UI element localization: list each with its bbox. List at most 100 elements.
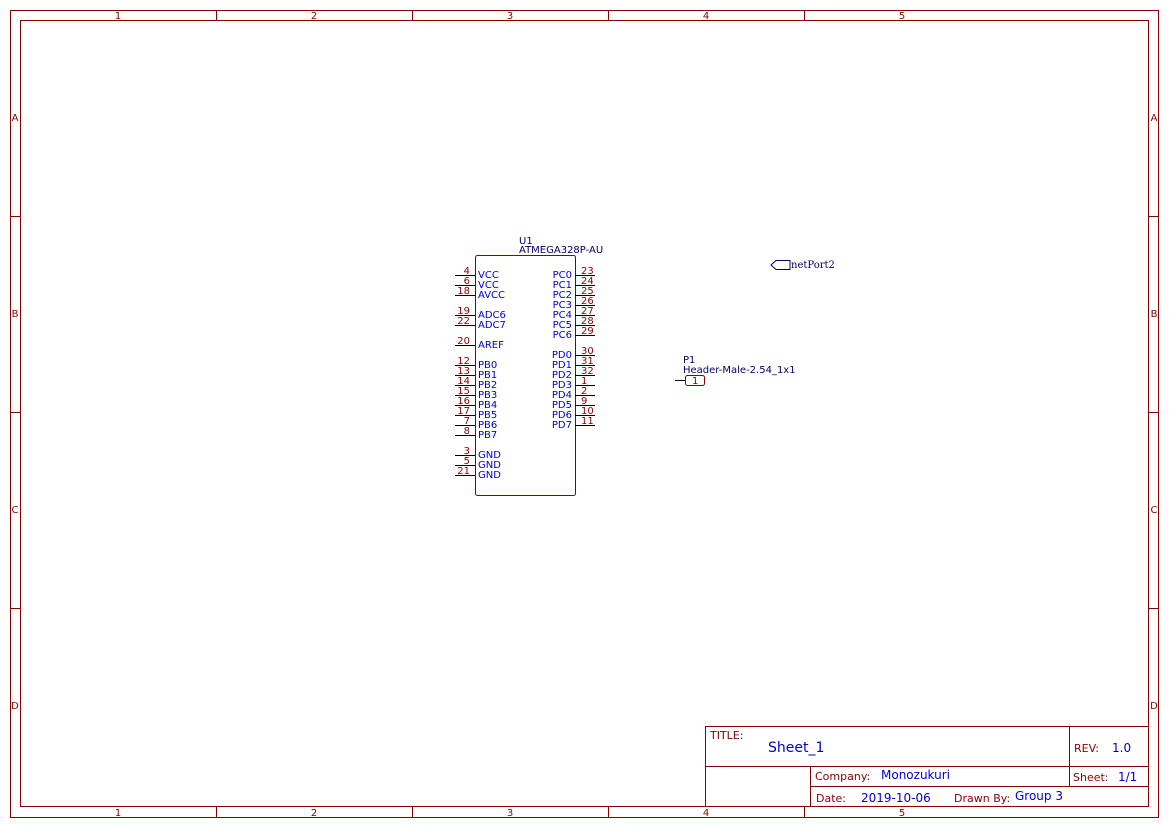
zone-column-label-top: 5 (899, 11, 905, 22)
p1-pin-number: 1 (692, 376, 698, 387)
u1-pin-number-17: 17 (457, 406, 470, 417)
company-value: Monozukuri (881, 768, 950, 782)
zone-row-label-left: B (12, 309, 19, 320)
zone-column-label-bottom: 2 (311, 808, 317, 819)
u1-pin-number-7: 7 (464, 416, 470, 427)
zone-row-label-right: B (1151, 309, 1158, 320)
u1-pin-name-3: GND (478, 450, 501, 461)
u1-pin-number-29: 29 (581, 326, 594, 337)
zone-column-label-top: 3 (507, 11, 513, 22)
u1-pin-number-8: 8 (464, 426, 470, 437)
u1-pin-number-20: 20 (457, 336, 470, 347)
u1-pin-name-29: PC6 (553, 330, 572, 341)
component-p1[interactable]: P1 Header-Male-2.54_1x1 1 (675, 355, 796, 387)
u1-pin-name-32: PD2 (552, 370, 572, 381)
sheet-title: Sheet_1 (768, 740, 824, 756)
u1-pin-name-8: PB7 (478, 430, 497, 441)
u1-pin-name-5: GND (478, 460, 501, 471)
u1-pin-name-10: PD6 (552, 410, 572, 421)
zone-row-label-right: C (1151, 505, 1158, 516)
title-label: TITLE: (709, 729, 743, 742)
u1-pin-number-11: 11 (581, 416, 594, 427)
zone-column-label-top: 4 (703, 11, 709, 22)
p1-pin-box (685, 375, 705, 386)
date-label: Date: (816, 792, 846, 805)
u1-pin-name-16: PB4 (478, 400, 497, 411)
u1-pin-name-2: PD4 (552, 390, 572, 401)
rev-value: 1.0 (1112, 741, 1131, 755)
u1-pin-number-19: 19 (457, 306, 470, 317)
title-block: TITLE: Sheet_1 REV: 1.0 Company: Monozuk… (705, 726, 1149, 807)
u1-pin-name-14: PB2 (478, 380, 497, 391)
sheet-value: 1/1 (1118, 770, 1137, 784)
drawn-by-value: Group 3 (1015, 789, 1063, 803)
u1-pin-name-20: AREF (478, 340, 504, 351)
zone-row-label-left: C (12, 505, 19, 516)
net-port-label: netPort2 (791, 260, 835, 271)
zone-row-label-right: D (1150, 701, 1158, 712)
u1-reference: U1 (519, 236, 533, 247)
u1-pin-number-31: 31 (581, 356, 594, 367)
u1-pin-number-2: 2 (581, 386, 587, 397)
u1-pin-number-6: 6 (464, 276, 470, 287)
u1-pin-number-32: 32 (581, 366, 594, 377)
zone-row-label-left: D (11, 701, 19, 712)
zone-row-label-right: A (1151, 113, 1158, 124)
u1-pin-name-13: PB1 (478, 370, 497, 381)
u1-pin-number-26: 26 (581, 296, 594, 307)
u1-pin-name-4: VCC (478, 270, 499, 281)
zone-column-label-top: 1 (115, 11, 121, 22)
u1-pin-number-30: 30 (581, 346, 594, 357)
u1-pin-name-28: PC5 (553, 320, 572, 331)
zone-column-label-bottom: 5 (899, 808, 905, 819)
u1-pin-number-25: 25 (581, 286, 594, 297)
u1-pin-name-15: PB3 (478, 390, 497, 401)
date-value: 2019-10-06 (861, 791, 931, 805)
u1-pin-name-21: GND (478, 470, 501, 481)
p1-part-name: Header-Male-2.54_1x1 (683, 365, 796, 376)
u1-pin-number-9: 9 (581, 396, 587, 407)
u1-pin-name-27: PC4 (553, 310, 572, 321)
inner-frame (20, 20, 1149, 807)
u1-pin-name-23: PC0 (553, 270, 572, 281)
zone-column-label-top: 2 (311, 11, 317, 22)
u1-pin-name-26: PC3 (553, 300, 572, 311)
u1-pin-name-1: PD3 (552, 380, 572, 391)
u1-pin-name-11: PD7 (552, 420, 572, 431)
u1-right-pins: 23PC024PC125PC226PC327PC428PC529PC630PD0… (552, 266, 595, 431)
u1-pin-number-22: 22 (457, 316, 470, 327)
u1-pin-number-12: 12 (457, 356, 470, 367)
u1-pin-number-24: 24 (581, 276, 594, 287)
rev-label: REV: (1074, 742, 1099, 755)
company-label: Company: (815, 770, 870, 783)
outer-frame (10, 10, 1159, 818)
drawn-by-label: Drawn By: (954, 792, 1010, 805)
u1-pin-number-13: 13 (457, 366, 470, 377)
u1-pin-number-21: 21 (457, 466, 470, 477)
u1-pin-name-30: PD0 (552, 350, 572, 361)
net-port-netport2[interactable]: netPort2 (770, 260, 835, 271)
sheet-label: Sheet: (1073, 771, 1109, 784)
u1-pin-name-25: PC2 (553, 290, 572, 301)
net-port-flag (770, 260, 791, 270)
u1-pin-number-18: 18 (457, 286, 470, 297)
u1-pin-number-1: 1 (581, 376, 587, 387)
u1-pin-number-5: 5 (464, 456, 470, 467)
u1-pin-name-22: ADC7 (478, 320, 506, 331)
u1-pin-number-14: 14 (457, 376, 470, 387)
u1-pin-name-17: PB5 (478, 410, 497, 421)
zone-column-label-bottom: 3 (507, 808, 513, 819)
u1-pin-name-18: AVCC (478, 290, 505, 301)
u1-pin-number-27: 27 (581, 306, 594, 317)
u1-pin-name-12: PB0 (478, 360, 497, 371)
u1-pin-name-24: PC1 (553, 280, 572, 291)
p1-reference: P1 (683, 355, 695, 366)
u1-pin-number-15: 15 (457, 386, 470, 397)
zone-row-label-left: A (12, 113, 19, 124)
u1-pin-number-3: 3 (464, 446, 470, 457)
zone-column-label-bottom: 4 (703, 808, 709, 819)
u1-pin-name-7: PB6 (478, 420, 497, 431)
